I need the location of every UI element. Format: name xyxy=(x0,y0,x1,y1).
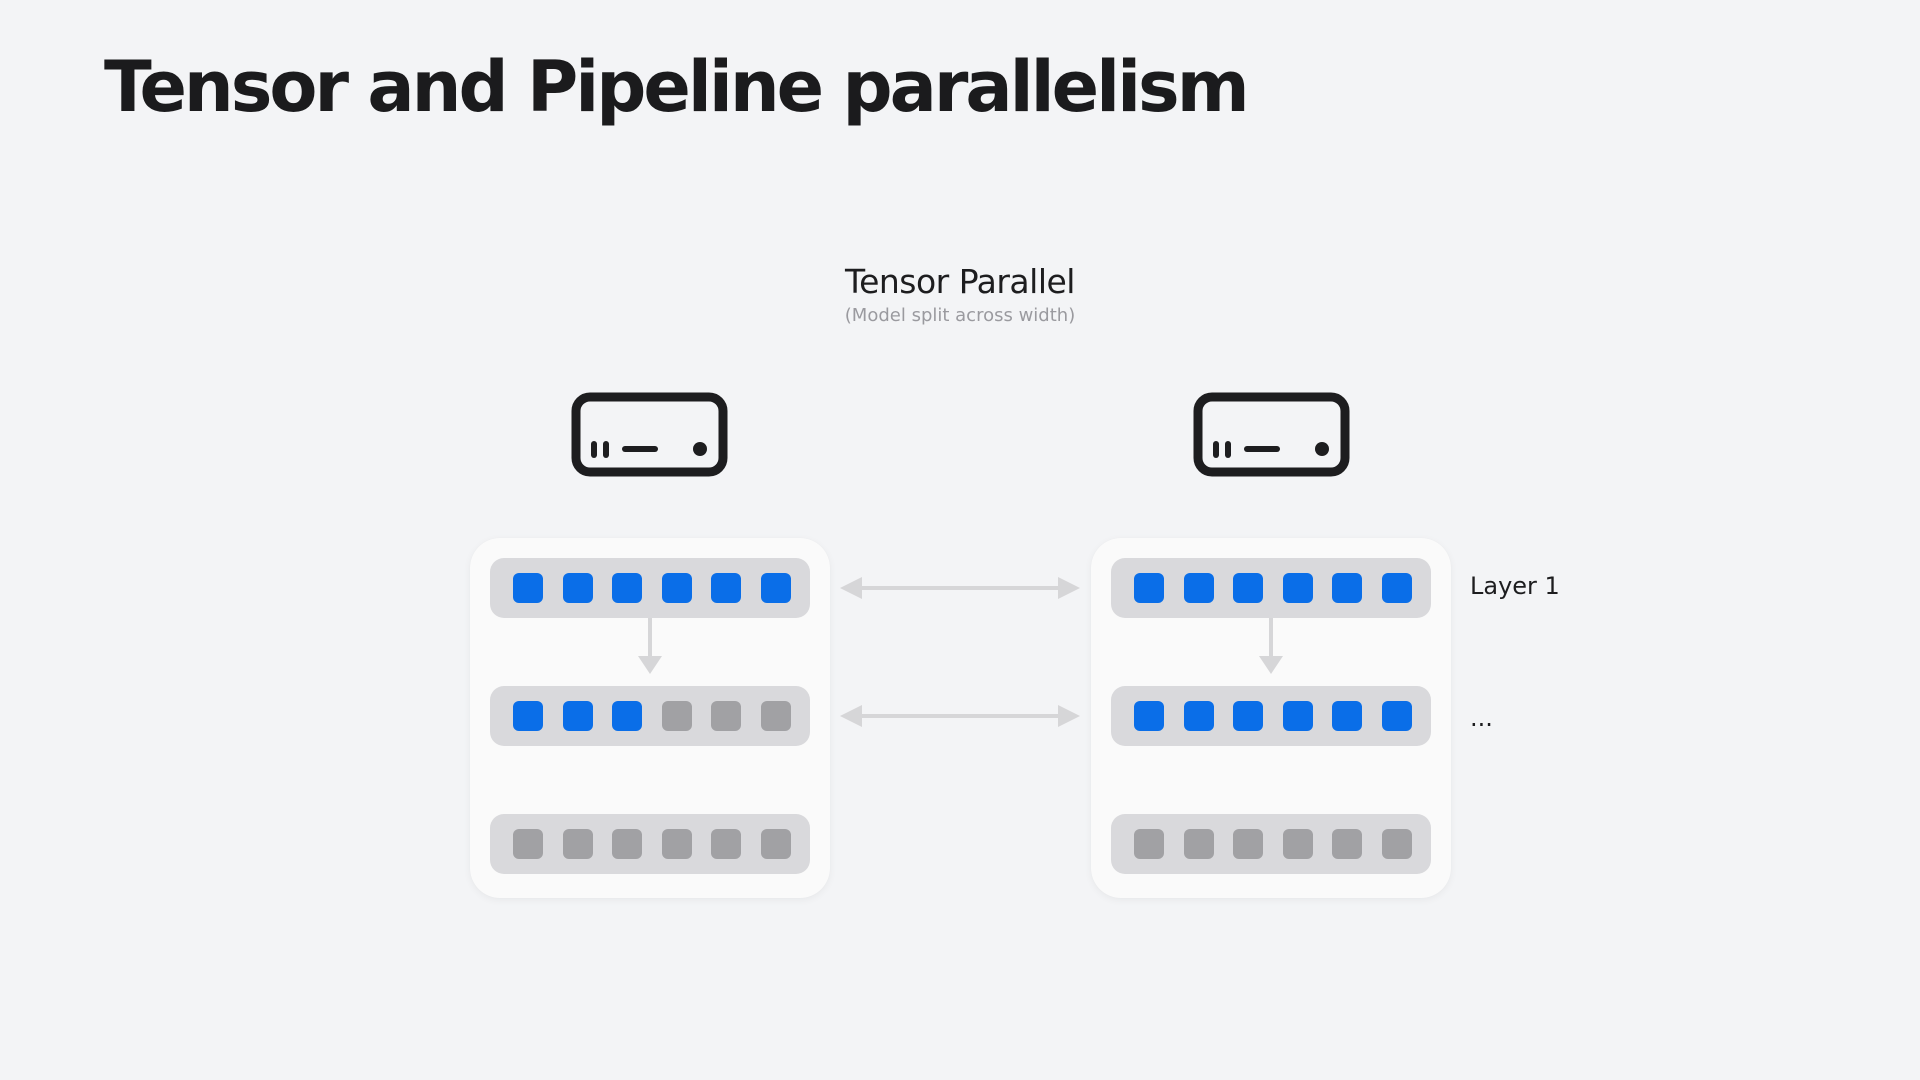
layer-row xyxy=(490,558,810,618)
slide-title: Tensor and Pipeline parallelism xyxy=(104,46,1250,128)
inactive-unit xyxy=(661,829,692,859)
layer-row xyxy=(490,686,810,746)
mac-studio-icon xyxy=(1193,392,1350,477)
active-unit xyxy=(711,573,741,603)
active-unit xyxy=(1332,701,1362,731)
bidirectional-arrow xyxy=(840,705,1080,727)
active-unit xyxy=(661,573,692,603)
active-unit xyxy=(1233,573,1263,603)
active-unit xyxy=(1332,573,1362,603)
inactive-unit xyxy=(760,829,791,859)
inactive-unit xyxy=(1134,829,1164,859)
row-label-layer-1: Layer 1 xyxy=(1470,572,1560,600)
mac-studio-icon xyxy=(571,392,728,477)
inactive-unit xyxy=(661,701,692,731)
active-unit xyxy=(562,573,593,603)
inactive-unit xyxy=(513,829,543,859)
active-unit xyxy=(612,573,642,603)
layer-row xyxy=(1111,814,1431,874)
inactive-unit xyxy=(1183,829,1214,859)
active-unit xyxy=(612,701,642,731)
active-unit xyxy=(1134,701,1164,731)
active-unit xyxy=(1282,573,1313,603)
machine-card-right xyxy=(1091,538,1451,898)
inactive-unit xyxy=(711,701,741,731)
active-unit xyxy=(1233,701,1263,731)
active-unit xyxy=(513,701,543,731)
active-unit xyxy=(513,573,543,603)
layer-row xyxy=(1111,686,1431,746)
section-header: Tensor Parallel (Model split across widt… xyxy=(760,262,1160,328)
active-unit xyxy=(1183,701,1214,731)
inactive-unit xyxy=(760,701,791,731)
section-subtitle: (Model split across width) xyxy=(844,305,1076,326)
layer-row xyxy=(490,814,810,874)
inactive-unit xyxy=(711,829,741,859)
inactive-unit xyxy=(1282,829,1313,859)
active-unit xyxy=(562,701,593,731)
down-arrow xyxy=(638,618,662,674)
active-unit xyxy=(760,573,791,603)
inactive-unit xyxy=(1233,829,1263,859)
bidirectional-arrow xyxy=(840,577,1080,599)
down-arrow xyxy=(1259,618,1283,674)
inactive-unit xyxy=(612,829,642,859)
inactive-unit xyxy=(562,829,593,859)
inactive-unit xyxy=(1381,829,1412,859)
machine-card-left xyxy=(470,538,830,898)
section-title: Tensor Parallel xyxy=(845,262,1075,301)
active-unit xyxy=(1381,701,1412,731)
row-label-ellipsis: ... xyxy=(1470,704,1493,732)
active-unit xyxy=(1381,573,1412,603)
active-unit xyxy=(1134,573,1164,603)
layer-row xyxy=(1111,558,1431,618)
active-unit xyxy=(1282,701,1313,731)
active-unit xyxy=(1183,573,1214,603)
inactive-unit xyxy=(1332,829,1362,859)
